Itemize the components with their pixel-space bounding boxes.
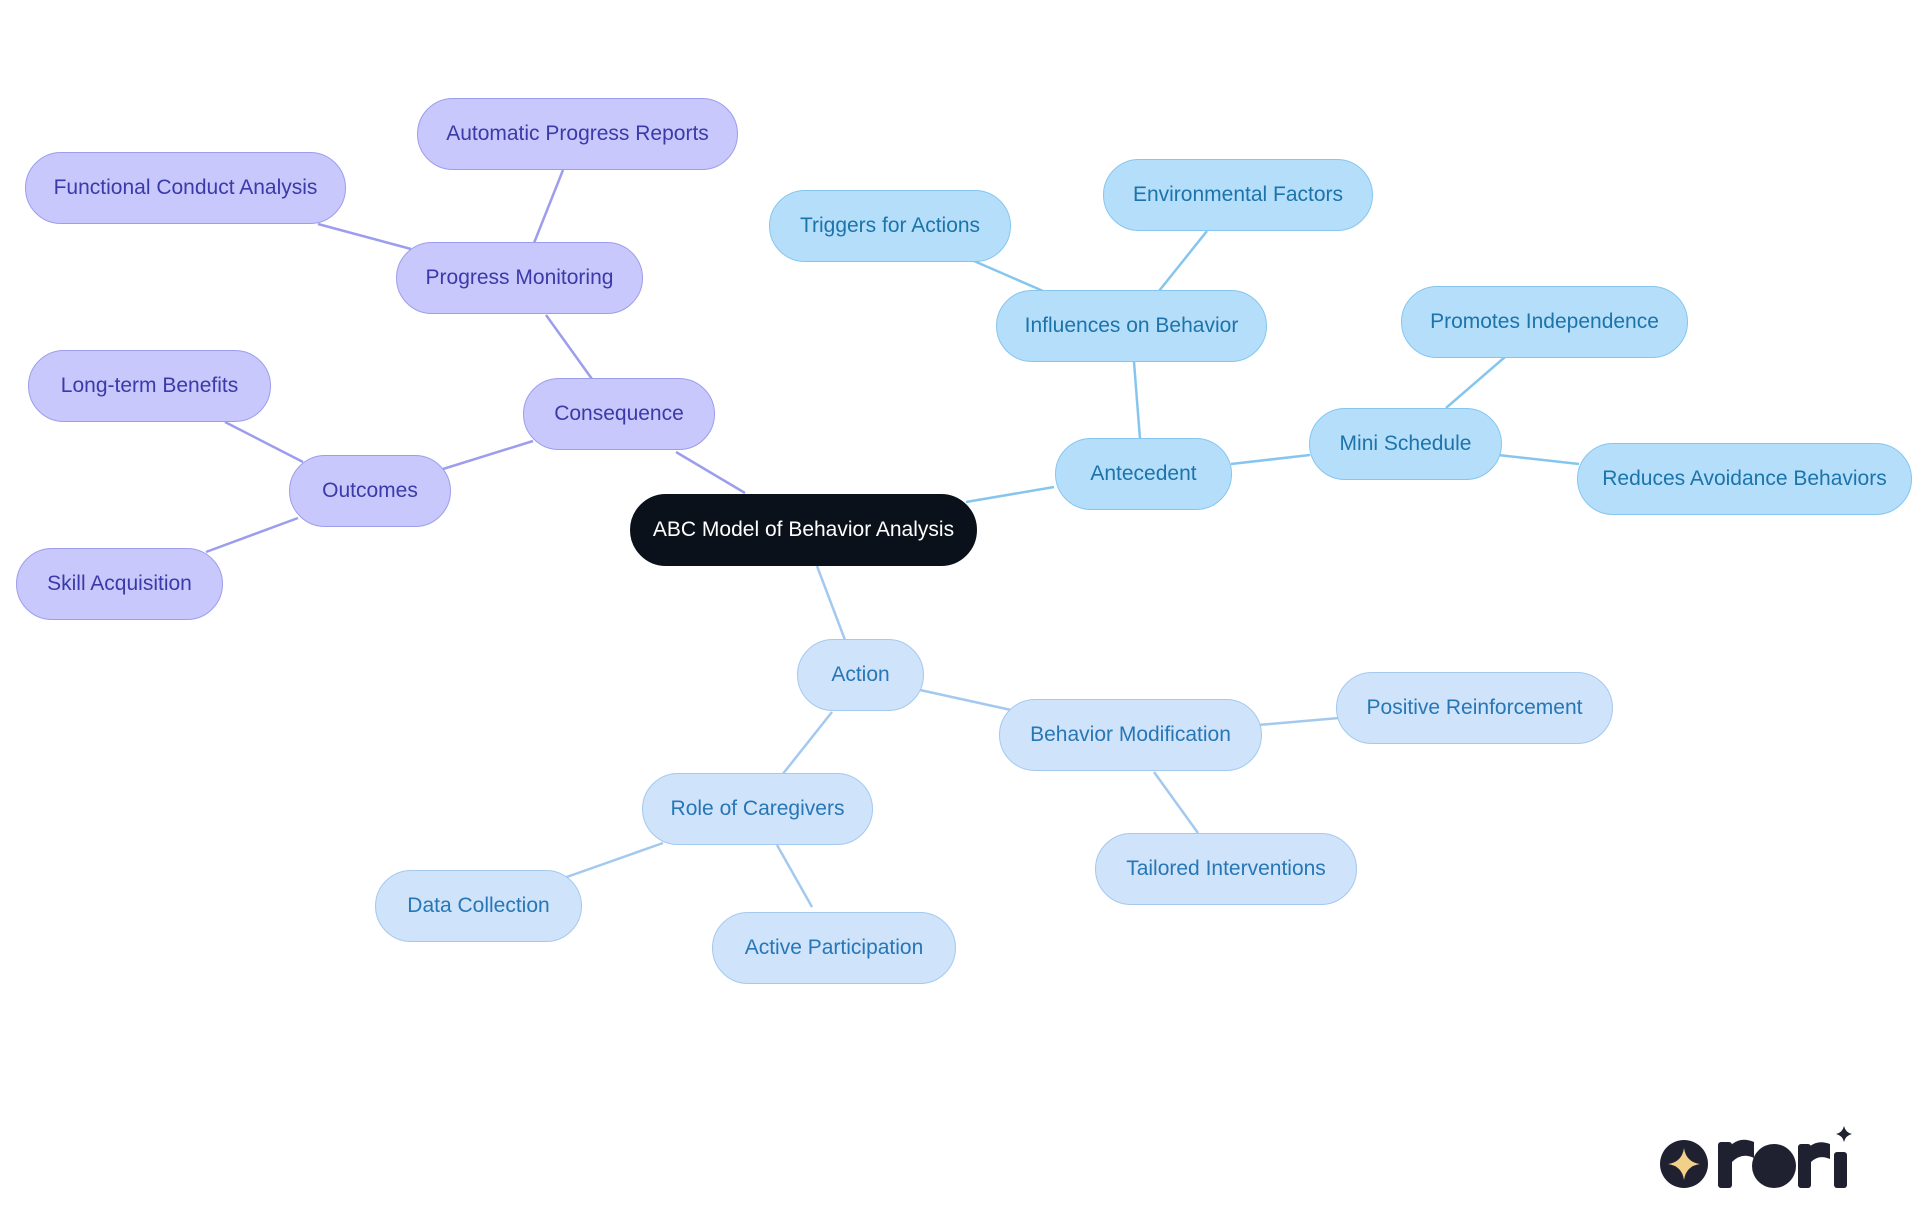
data-collection-node[interactable]: Data Collection xyxy=(375,870,582,942)
sparkle-icon xyxy=(1660,1140,1708,1188)
long-term-benefits-node[interactable]: Long-term Benefits xyxy=(28,350,271,422)
edge-caregivers-data xyxy=(560,841,664,881)
edge-root-consequence xyxy=(675,450,746,495)
action-node[interactable]: Action xyxy=(797,639,924,711)
outcomes-node[interactable]: Outcomes xyxy=(289,455,451,527)
skill-acquisition-node[interactable]: Skill Acquisition xyxy=(16,548,223,620)
behavior-modification-node[interactable]: Behavior Modification xyxy=(999,699,1262,771)
edge-minischedule-promotes xyxy=(1445,356,1506,409)
active-participation-node[interactable]: Active Participation xyxy=(712,912,956,984)
tailored-interventions-node[interactable]: Tailored Interventions xyxy=(1095,833,1357,905)
antecedent-node[interactable]: Antecedent xyxy=(1055,438,1232,510)
root-node[interactable]: ABC Model of Behavior Analysis xyxy=(630,494,977,566)
edge-antecedent-influences xyxy=(1132,361,1142,440)
environmental-factors-node[interactable]: Environmental Factors xyxy=(1103,159,1373,231)
mini-schedule-node[interactable]: Mini Schedule xyxy=(1309,408,1502,480)
edge-minischedule-reduces xyxy=(1497,453,1580,466)
edge-action-modification xyxy=(919,688,1012,712)
progress-monitoring-node[interactable]: Progress Monitoring xyxy=(396,242,643,314)
edge-influences-triggers xyxy=(973,259,1044,293)
edge-modification-tailored xyxy=(1152,771,1200,834)
logo-wordmark xyxy=(1718,1126,1852,1188)
edge-outcomes-skill xyxy=(205,516,299,554)
edge-consequence-outcomes xyxy=(442,439,534,471)
automatic-progress-reports-node[interactable]: Automatic Progress Reports xyxy=(417,98,738,170)
edge-caregivers-active xyxy=(775,844,814,908)
edge-consequence-progress xyxy=(544,314,594,380)
reduces-avoidance-behaviors-node[interactable]: Reduces Avoidance Behaviors xyxy=(1577,443,1912,515)
edge-antecedent-minischedule xyxy=(1230,453,1311,466)
edge-action-caregivers xyxy=(781,711,833,776)
functional-conduct-analysis-node[interactable]: Functional Conduct Analysis xyxy=(25,152,346,224)
consequence-node[interactable]: Consequence xyxy=(523,378,715,450)
edge-outcomes-longterm xyxy=(224,420,304,464)
brand-logo xyxy=(1660,1126,1852,1188)
edge-root-antecedent xyxy=(965,485,1055,504)
edge-progress-reports xyxy=(532,169,565,244)
role-of-caregivers-node[interactable]: Role of Caregivers xyxy=(642,773,873,845)
edge-root-action xyxy=(815,565,847,641)
edge-influences-environmental xyxy=(1158,230,1208,292)
triggers-for-actions-node[interactable]: Triggers for Actions xyxy=(769,190,1011,262)
positive-reinforcement-node[interactable]: Positive Reinforcement xyxy=(1336,672,1613,744)
influences-on-behavior-node[interactable]: Influences on Behavior xyxy=(996,290,1267,362)
edge-progress-functional xyxy=(317,222,412,251)
promotes-independence-node[interactable]: Promotes Independence xyxy=(1401,286,1688,358)
edge-modification-positive xyxy=(1257,716,1340,727)
